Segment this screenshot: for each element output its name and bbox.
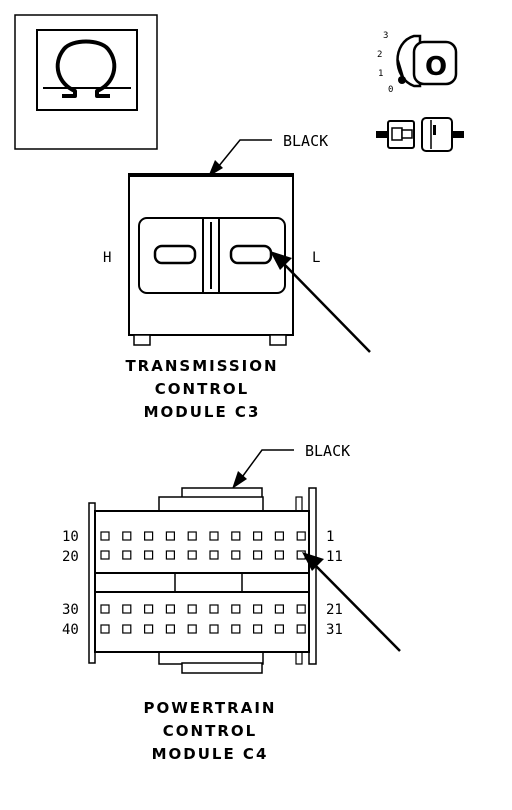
c4-pin-cavity [209,604,219,614]
c4-pin-label-30: 30 [62,602,79,618]
c4-pin-cavity [274,550,284,560]
ignition-position-3: 3 [383,31,388,41]
c4-pin-cavity [296,604,306,614]
c4-pin-cavity [122,550,132,560]
c4-pin-cavity [209,550,219,560]
c3-color-label: BLACK [283,132,328,150]
c4-pin-cavity [253,550,263,560]
c3-title-line-1: TRANSMISSION [125,357,278,375]
c4-pin-cavity [253,531,263,541]
c4-pin-cavity [231,531,241,541]
c4-color-label: BLACK [305,442,350,460]
c3-side-right-label: L [312,250,320,266]
c4-pin-cavity [144,604,154,614]
c4-pin-cavity [296,624,306,634]
c4-pin-cavity [100,604,110,614]
ignition-key-letter: O [425,52,447,82]
c4-pin-cavity [187,604,197,614]
c4-pin-cavity [122,531,132,541]
c4-pin-cavity [165,550,175,560]
c4-pin-cavity [187,550,197,560]
c4-pin-cavity [144,624,154,634]
c4-pin-cavity [296,531,306,541]
c4-title-line-1: POWERTRAIN [144,699,277,717]
ignition-position-2: 2 [377,50,382,60]
c4-pin-label-20: 20 [62,549,79,565]
ohmmeter-icon [14,14,158,150]
c4-pin-cavity [100,531,110,541]
c4-pin-cavity [165,604,175,614]
c4-pin-cavity [122,624,132,634]
c4-pin-grid [100,531,306,634]
c4-pin-cavity [231,624,241,634]
c4-pin-label-10: 10 [62,529,79,545]
ignition-position-0: 0 [388,85,393,95]
c4-pin-cavity [144,550,154,560]
c4-title-line-2: CONTROL [163,722,257,740]
c4-pin-cavity [209,624,219,634]
c3-side-left-label: H [103,250,111,266]
ignition-position-1: 1 [378,69,383,79]
c4-pin-cavity [209,531,219,541]
c4-pin-cavity [231,550,241,560]
c4-pin-label-1: 1 [326,529,334,545]
c4-pin-cavity [274,531,284,541]
c4-pin-cavity [231,604,241,614]
c4-pin-cavity [122,604,132,614]
c4-pin-cavity [100,550,110,560]
c3-title-line-2: CONTROL [155,380,249,398]
c4-pin-label-40: 40 [62,622,79,638]
c3-connector: BLACK H L TRANSMISSION CONTROL MODULE C3 [103,132,371,421]
ignition-switch-icon: 3 2 1 0 O [377,31,458,95]
c4-pin-label-31: 31 [326,622,343,638]
c4-pin-cavity [274,604,284,614]
connector-icon [376,117,464,152]
c4-pin-cavity [144,531,154,541]
c4-pin-cavity [100,624,110,634]
c4-pin-cavity [187,624,197,634]
c4-pin-cavity [253,604,263,614]
c4-pin-label-21: 21 [326,602,343,618]
c4-pin-label-11: 11 [326,549,343,565]
c4-pin-cavity [165,531,175,541]
c4-pin-cavity [253,624,263,634]
c4-pin-cavity [274,624,284,634]
c4-pin-cavity [187,531,197,541]
c4-connector: BLACK 10 20 30 40 1 11 21 31 POWERTRAIN … [62,442,401,763]
c4-title-line-3: MODULE C4 [152,745,269,763]
c4-pin-cavity [165,624,175,634]
c3-title-line-3: MODULE C3 [144,403,261,421]
